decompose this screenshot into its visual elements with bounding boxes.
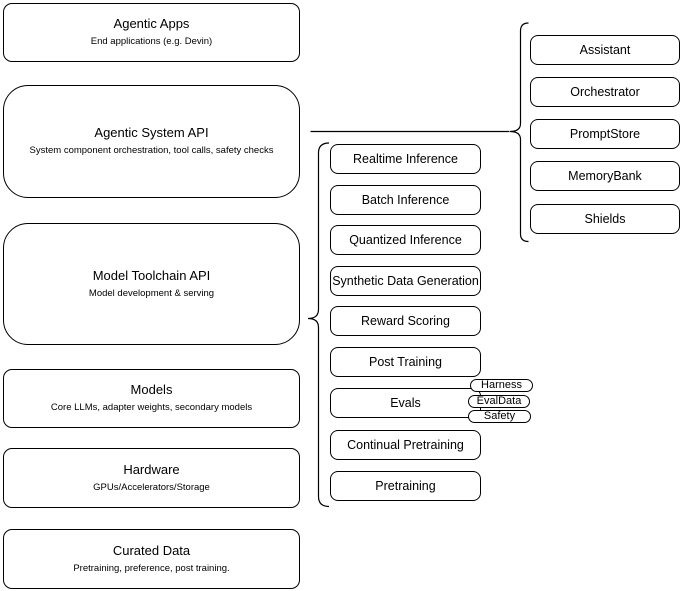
brace-toolchain xyxy=(307,142,330,508)
node-continual-pretraining: Continual Pretraining xyxy=(330,430,481,460)
node-assistant: Assistant xyxy=(530,35,680,65)
node-hardware: Hardware GPUs/Accelerators/Storage xyxy=(3,448,300,508)
node-memorybank: MemoryBank xyxy=(530,161,680,191)
node-label: PromptStore xyxy=(569,127,641,141)
tag-safety: Safety xyxy=(468,409,531,423)
node-label: Orchestrator xyxy=(570,85,640,99)
node-subtitle: Model development & serving xyxy=(88,287,215,299)
node-quantized-inference: Quantized Inference xyxy=(330,225,481,255)
node-reward-scoring: Reward Scoring xyxy=(330,306,481,336)
node-realtime-inference: Realtime Inference xyxy=(330,144,481,174)
node-subtitle: Pretraining, preference, post training. xyxy=(73,562,230,574)
node-subtitle: End applications (e.g. Devin) xyxy=(90,36,213,48)
node-title: Agentic System API xyxy=(94,125,209,141)
node-subtitle: GPUs/Accelerators/Storage xyxy=(93,481,210,493)
tag-harness: Harness xyxy=(470,378,533,392)
node-promptstore: PromptStore xyxy=(530,119,680,149)
node-agentic-apps: Agentic Apps End applications (e.g. Devi… xyxy=(3,3,300,62)
node-title: Agentic Apps xyxy=(113,16,190,32)
node-title: Hardware xyxy=(123,461,180,477)
node-batch-inference: Batch Inference xyxy=(330,185,481,215)
node-models: Models Core LLMs, adapter weights, secon… xyxy=(3,369,300,428)
node-agentic-system-api: Agentic System API System component orch… xyxy=(3,85,300,198)
node-label: Pretraining xyxy=(375,479,436,493)
node-curated-data: Curated Data Pretraining, preference, po… xyxy=(3,529,300,589)
brace-system-components xyxy=(509,22,529,243)
node-post-training: Post Training xyxy=(330,347,481,377)
node-label: Continual Pretraining xyxy=(347,438,464,452)
node-label: Realtime Inference xyxy=(353,152,458,166)
node-label: Evals xyxy=(390,396,421,410)
node-label: Shields xyxy=(584,212,626,226)
node-title: Models xyxy=(130,382,173,398)
node-label: Post Training xyxy=(369,355,442,369)
node-shields: Shields xyxy=(530,204,680,234)
node-title: Curated Data xyxy=(112,542,191,558)
node-label: Quantized Inference xyxy=(349,233,462,247)
node-orchestrator: Orchestrator xyxy=(530,77,680,107)
node-pretraining: Pretraining xyxy=(330,471,481,501)
node-model-toolchain-api: Model Toolchain API Model development & … xyxy=(3,223,300,345)
tag-evaldata: EvalData xyxy=(468,394,530,408)
node-synthetic-data-generation: Synthetic Data Generation xyxy=(330,266,481,296)
tag-label: Harness xyxy=(481,378,522,391)
node-label: Batch Inference xyxy=(361,193,450,207)
node-label: Reward Scoring xyxy=(361,314,450,328)
tag-label: EvalData xyxy=(476,394,522,407)
node-label: Synthetic Data Generation xyxy=(332,274,479,288)
node-evals: Evals xyxy=(330,388,481,418)
tag-label: Safety xyxy=(483,409,516,422)
node-subtitle: System component orchestration, tool cal… xyxy=(29,145,274,157)
node-label: MemoryBank xyxy=(568,169,642,183)
node-label: Assistant xyxy=(579,43,631,57)
node-title: Model Toolchain API xyxy=(92,267,211,283)
node-subtitle: Core LLMs, adapter weights, secondary mo… xyxy=(50,402,253,414)
